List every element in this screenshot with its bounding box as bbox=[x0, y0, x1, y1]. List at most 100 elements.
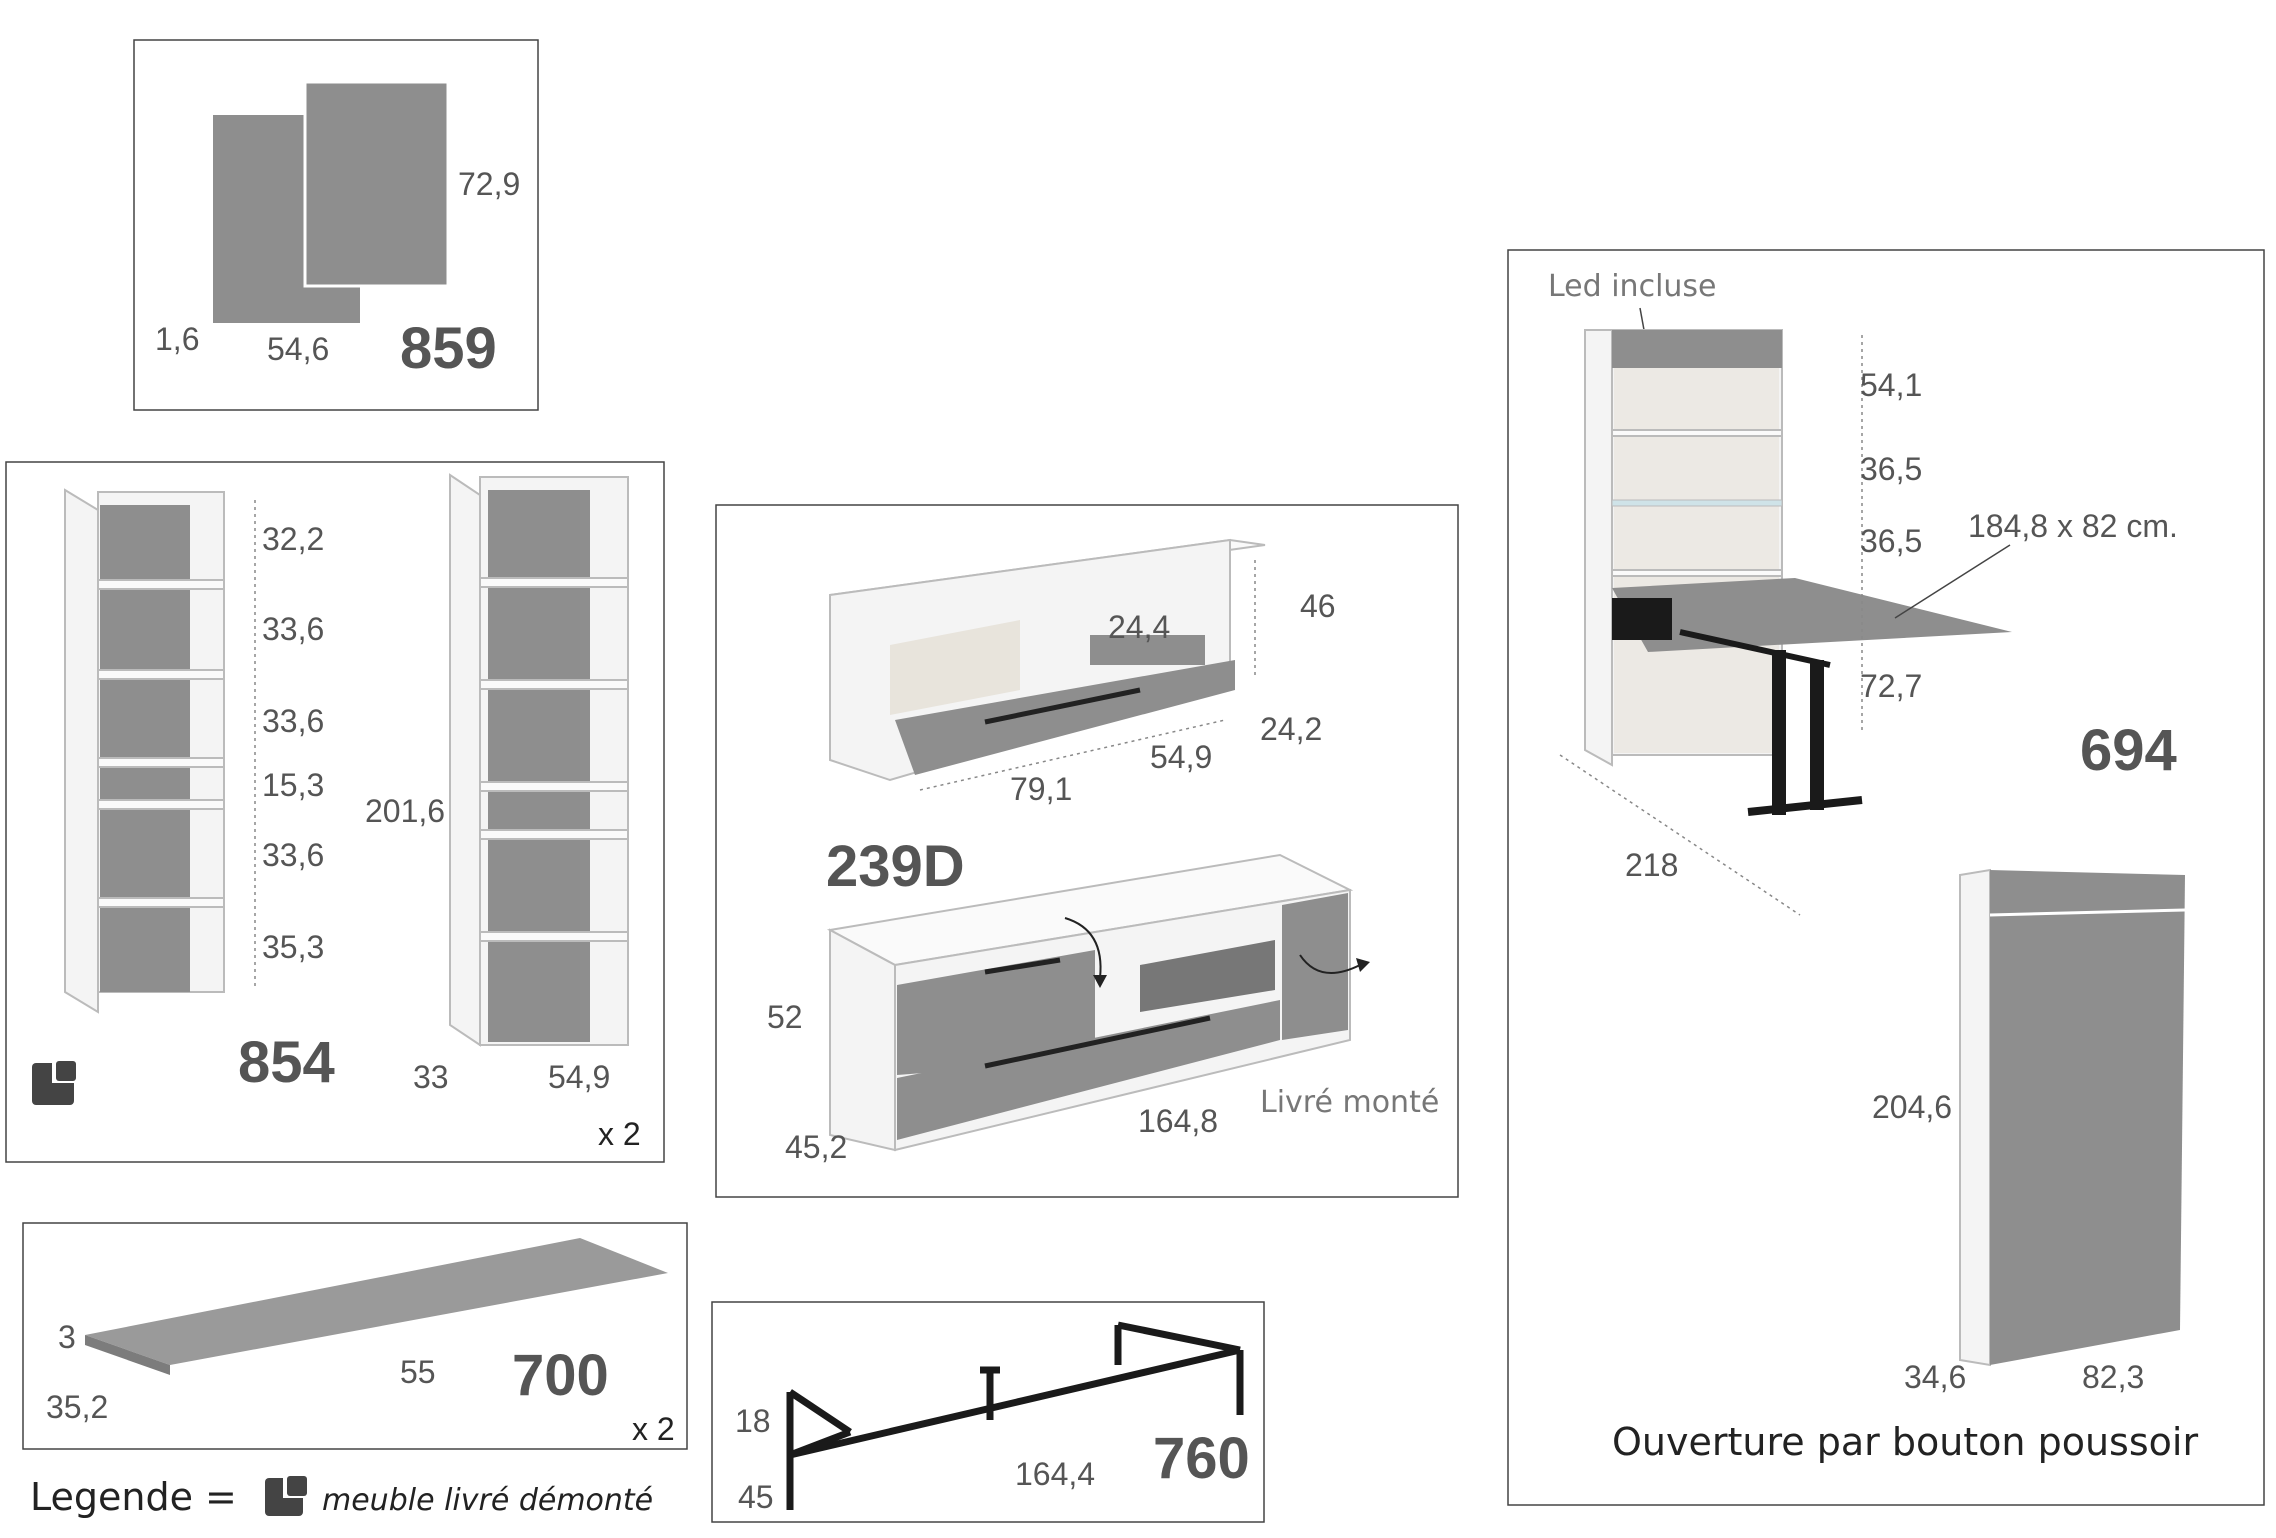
fold-table-top bbox=[1612, 578, 2012, 652]
dim-694-width: 218 bbox=[1625, 847, 1678, 883]
arrow-head-icon bbox=[1093, 975, 1107, 988]
panel-854-box: 32,2 33,6 33,6 15,3 33,6 35,3 201,6 33 5… bbox=[5, 461, 665, 1163]
legend-text: meuble livré démonté bbox=[322, 1483, 653, 1518]
dim-700-depth: 35,2 bbox=[46, 1389, 108, 1425]
panel-760-box: 18 45 164,4 760 bbox=[711, 1301, 1265, 1523]
bookcase-right-side bbox=[449, 473, 481, 1047]
dim-694-closed-depth: 34,6 bbox=[1904, 1359, 1966, 1395]
box-760-frame bbox=[711, 1301, 1265, 1523]
shelf bbox=[97, 897, 225, 908]
code-694: 694 bbox=[2080, 718, 2177, 783]
dim-854-total-height: 201,6 bbox=[365, 793, 445, 829]
dim-694-h3: 36,5 bbox=[1860, 523, 1922, 559]
dim-239-inner-height: 24,4 bbox=[1108, 609, 1170, 645]
table-leg bbox=[1810, 660, 1824, 810]
cabinet-interior bbox=[1614, 368, 1779, 753]
legend-label: Legende = bbox=[30, 1475, 237, 1519]
dim-239-front-height: 52 bbox=[767, 999, 803, 1035]
dim-694-closed-width: 82,3 bbox=[2082, 1359, 2144, 1395]
tv-unit-closed-side bbox=[829, 928, 896, 1152]
shelf bbox=[97, 757, 225, 768]
dim-700-thickness: 3 bbox=[58, 1319, 76, 1355]
cabinet-top-led bbox=[1612, 330, 1782, 368]
dim-239-front-width: 164,8 bbox=[1138, 1103, 1218, 1139]
cabinet-side bbox=[1584, 329, 1613, 767]
shelf bbox=[1611, 429, 1783, 437]
note-239-assembled: Livré monté bbox=[1260, 1085, 1439, 1120]
flap-handle bbox=[984, 957, 1061, 975]
dim-239-depth-top: 24,2 bbox=[1260, 711, 1322, 747]
table-pointer-line bbox=[1894, 544, 2011, 619]
shelf bbox=[479, 679, 629, 690]
box-700-frame bbox=[22, 1222, 688, 1450]
code-700: 700 bbox=[512, 1343, 609, 1408]
bookcase-left-back bbox=[100, 505, 190, 992]
arrow-head-icon bbox=[1356, 958, 1370, 972]
box-859-frame bbox=[133, 39, 539, 411]
dim-239-height: 46 bbox=[1300, 588, 1336, 624]
closed-front-drawer bbox=[897, 1000, 1280, 1140]
qty-854: x 2 bbox=[598, 1116, 641, 1152]
shelf bbox=[479, 577, 629, 588]
box-854-frame bbox=[5, 461, 665, 1163]
tv-unit-niche bbox=[890, 620, 1020, 715]
drawer-handle bbox=[984, 687, 1141, 725]
shelf bbox=[97, 799, 225, 810]
box-694-frame bbox=[1507, 249, 2265, 1506]
dim-239-front-depth: 45,2 bbox=[785, 1129, 847, 1165]
disassembled-furniture-icon bbox=[265, 1472, 309, 1516]
closed-cabinet-front bbox=[1990, 870, 2185, 1365]
dim-854-h3: 33,6 bbox=[262, 703, 324, 739]
legend: Legende = meuble livré démonté bbox=[30, 1472, 653, 1519]
table-hinge bbox=[1612, 598, 1672, 640]
code-859: 859 bbox=[400, 316, 497, 381]
closed-front-door bbox=[1282, 893, 1348, 1040]
shelf-panel-700 bbox=[85, 1238, 668, 1365]
closed-niche bbox=[1140, 940, 1275, 1012]
box-239d-frame bbox=[715, 504, 1459, 1198]
shelf bbox=[479, 781, 629, 792]
dim-854-depth: 33 bbox=[413, 1059, 449, 1095]
bookcase-left-side bbox=[64, 488, 99, 1014]
drawer-handle bbox=[984, 1015, 1211, 1069]
dim-694-h2: 36,5 bbox=[1860, 451, 1922, 487]
dim-854-h5: 33,6 bbox=[262, 837, 324, 873]
panel-239d-box: 46 24,4 24,2 79,1 54,9 239D 52 45,2 164,… bbox=[715, 504, 1459, 1198]
table-rail bbox=[1679, 629, 1831, 668]
closed-cabinet-line bbox=[1989, 908, 2186, 917]
dim-700-width: 55 bbox=[400, 1354, 436, 1390]
dim-859-depth: 1,6 bbox=[155, 321, 199, 357]
shelf bbox=[97, 579, 225, 590]
panel-694-box: Led incluse 54,1 36,5 36,5 72,7 184,8 x … bbox=[1507, 249, 2265, 1506]
code-854: 854 bbox=[238, 1030, 335, 1095]
panel-700-box: 3 35,2 55 700 x 2 bbox=[22, 1222, 688, 1450]
caption-694: Ouverture par bouton poussoir bbox=[1612, 1420, 2198, 1464]
code-760: 760 bbox=[1153, 1426, 1250, 1491]
dim-694-h4: 72,7 bbox=[1860, 668, 1922, 704]
shelf bbox=[479, 829, 629, 840]
shelf-panel-700-edge bbox=[85, 1335, 170, 1375]
qty-700: x 2 bbox=[632, 1411, 675, 1447]
led-shelf bbox=[1611, 499, 1783, 507]
flap-open-arrow-icon bbox=[1064, 917, 1102, 979]
dim-694-table-size: 184,8 x 82 cm. bbox=[1968, 508, 2178, 544]
bookcase-right-back bbox=[488, 490, 590, 1042]
disassembled-furniture-icon bbox=[32, 1057, 78, 1105]
tv-unit-inner-drawer bbox=[1090, 635, 1205, 665]
dim-854-h6: 35,3 bbox=[262, 929, 324, 965]
panel-859-box: 72,9 1,6 54,6 859 bbox=[133, 39, 539, 411]
shelf bbox=[1611, 569, 1783, 577]
dim-line-239-w bbox=[919, 719, 1226, 791]
code-239d: 239D bbox=[826, 834, 965, 899]
dim-854-width: 54,9 bbox=[548, 1059, 610, 1095]
dim-239-inner-width-a: 79,1 bbox=[1010, 771, 1072, 807]
dim-859-width: 54,6 bbox=[267, 331, 329, 367]
shelf bbox=[479, 931, 629, 942]
dim-694-closed-height: 204,6 bbox=[1872, 1089, 1952, 1125]
table-leg bbox=[1772, 650, 1786, 815]
dim-760-width: 164,4 bbox=[1015, 1456, 1095, 1492]
dim-694-h1: 54,1 bbox=[1860, 367, 1922, 403]
note-694-led: Led incluse bbox=[1548, 269, 1717, 304]
metal-frame-760 bbox=[786, 1321, 1244, 1510]
dim-760-depth: 45 bbox=[738, 1479, 774, 1515]
